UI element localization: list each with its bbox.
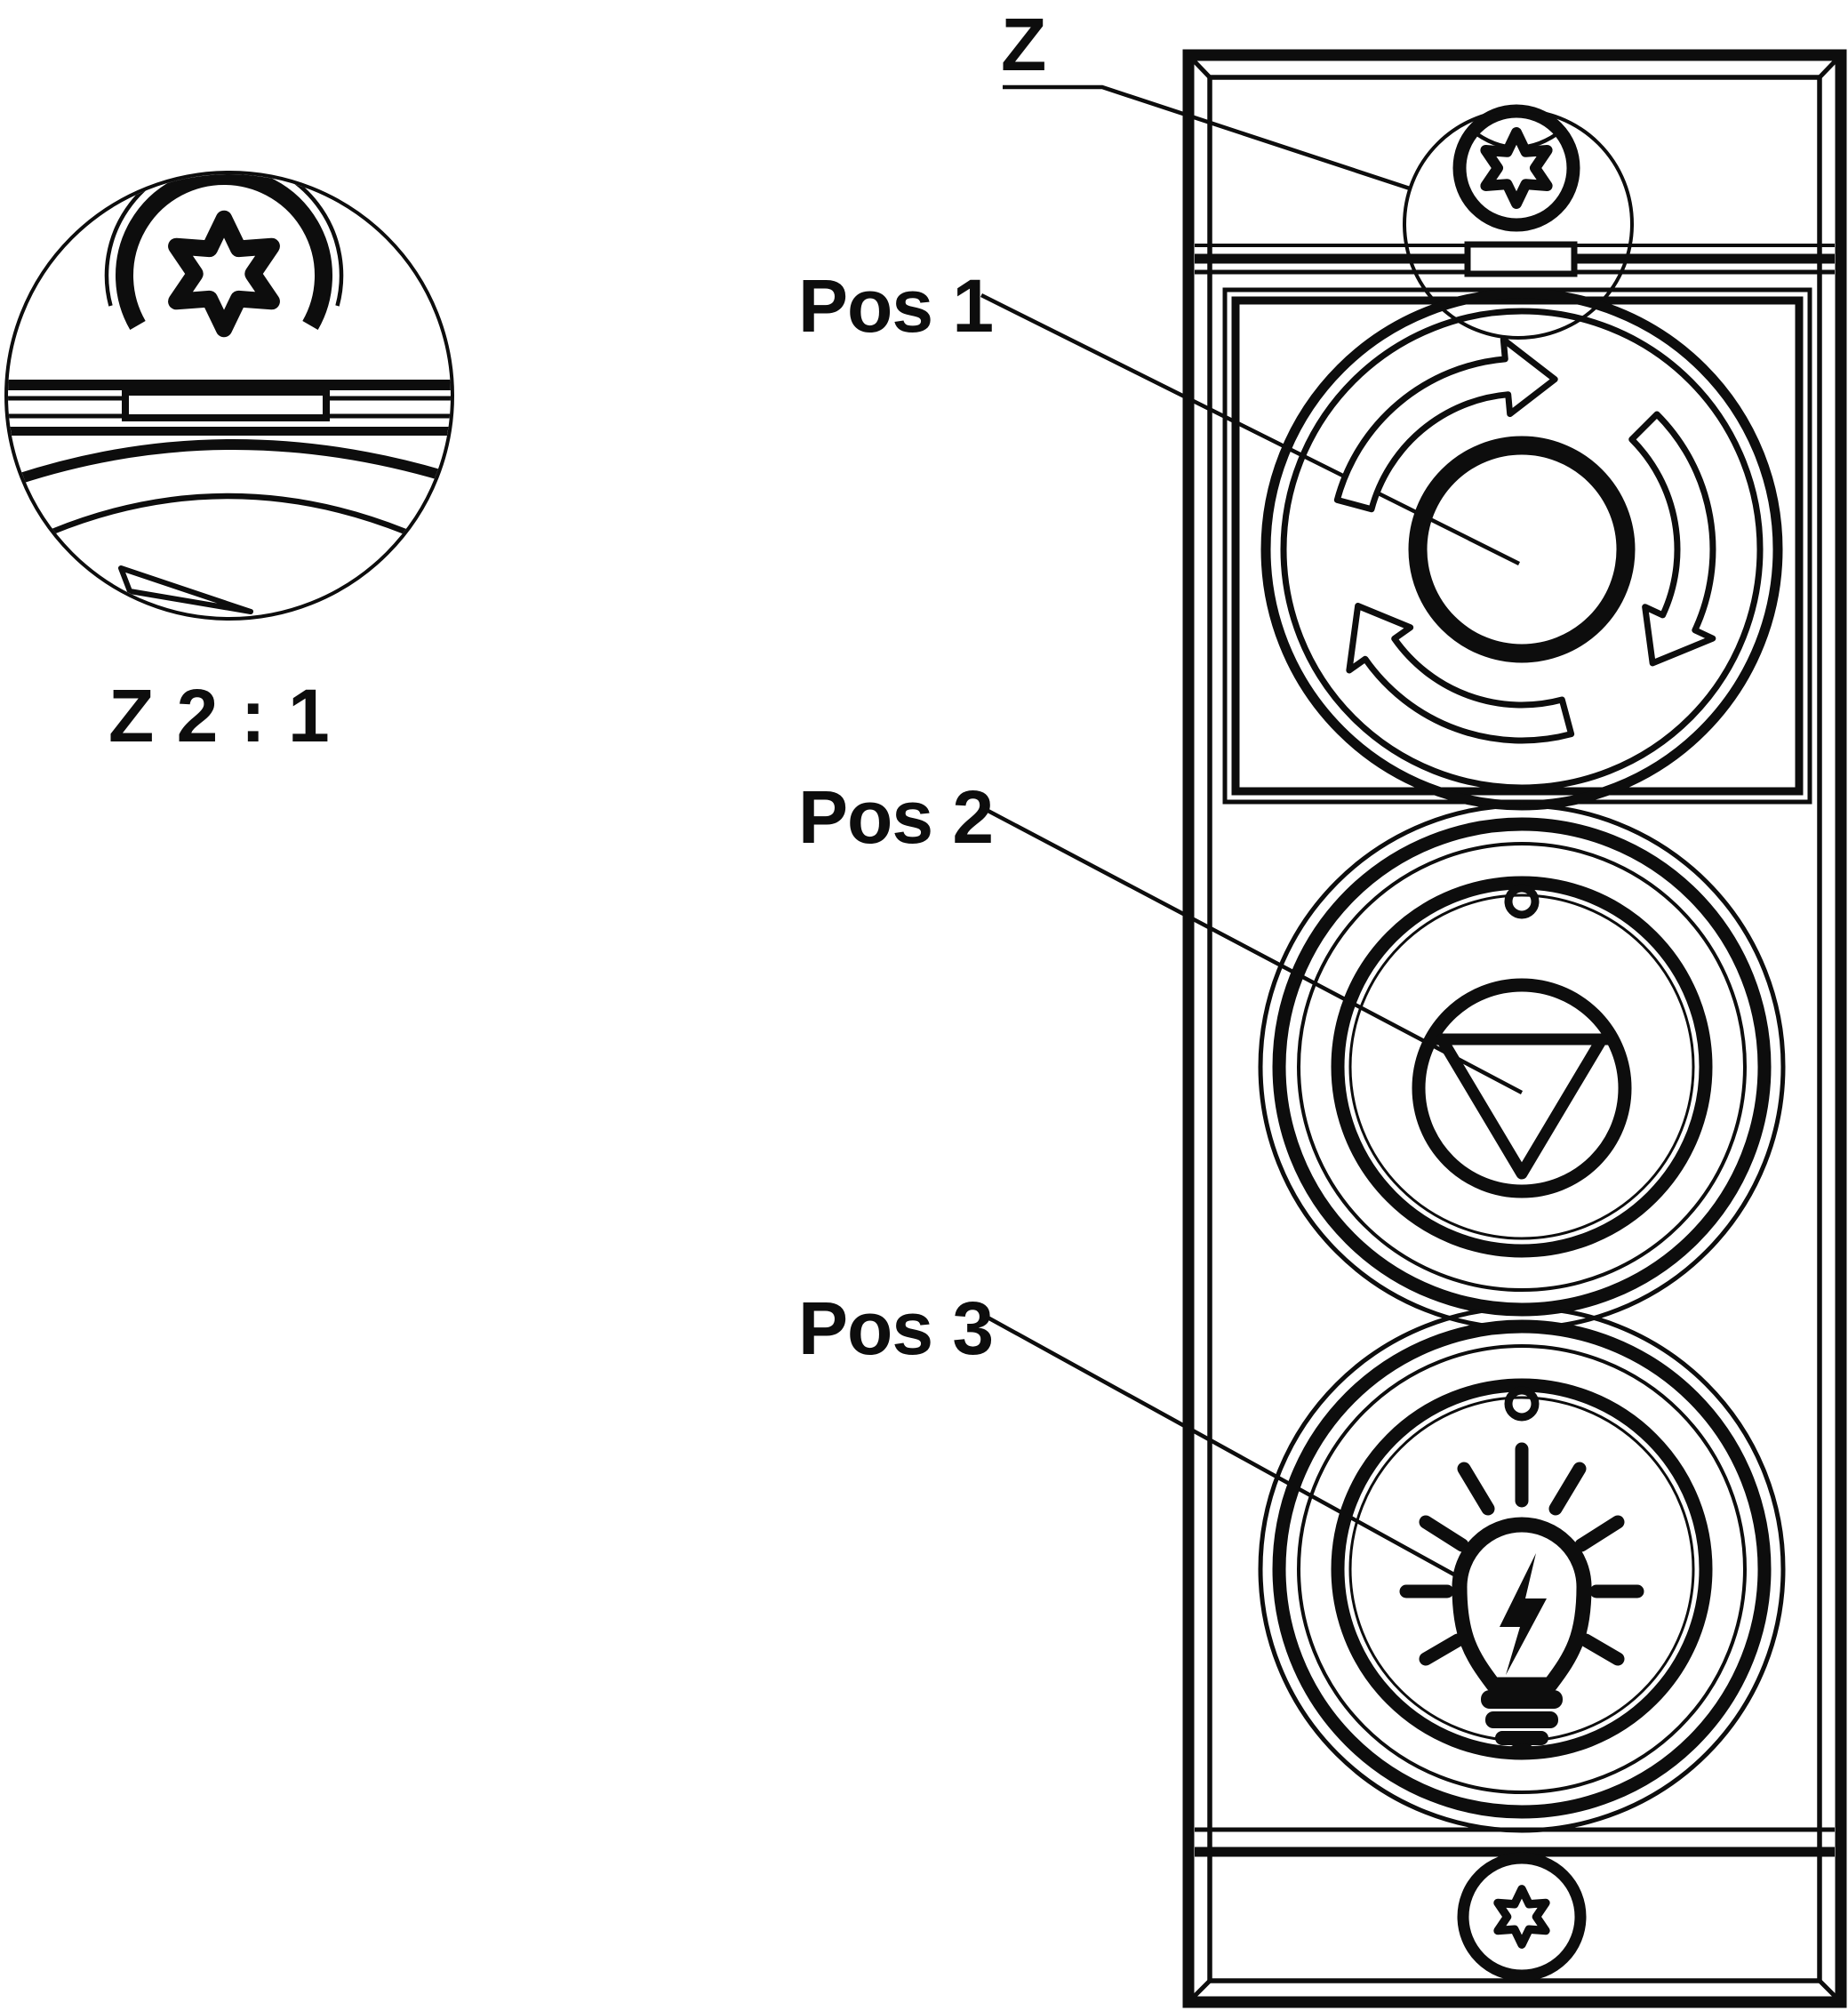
- pos3-label: Pos 3: [798, 1286, 993, 1370]
- callouts: Z Pos 1 Pos 2 Pos 3: [798, 3, 1524, 1604]
- bottom-torx-screw: [1457, 1852, 1587, 1982]
- pos1-leader-line: [980, 292, 1521, 566]
- light-bulb-flash-icon: [1399, 1442, 1644, 1758]
- estop-mushroom-knob: [1408, 436, 1636, 663]
- torx-screw-icon: [176, 219, 271, 329]
- emergency-stop-button: [1260, 288, 1783, 811]
- top-seam: [1195, 241, 1835, 277]
- estop-arrow-tip-detail: [118, 565, 253, 614]
- pos2-leader-line: [980, 805, 1524, 1094]
- detail-scale-label: Z 2 : 1: [108, 674, 329, 757]
- index-dot: [1504, 1386, 1540, 1422]
- lightning-bolt: [1500, 1553, 1547, 1675]
- seam-tab-detail: [122, 389, 330, 421]
- detail-view-z: Z 2 : 1: [4, 171, 454, 757]
- pos3-leader-line: [980, 1312, 1506, 1604]
- stop-button: [1258, 803, 1786, 1331]
- torx-screw-icon: [1498, 1889, 1546, 1944]
- light-button: [1258, 1305, 1786, 1833]
- panel-seam-detail: [8, 380, 451, 436]
- bottom-seam: [1195, 1827, 1835, 1857]
- seam-tab: [1464, 241, 1578, 277]
- screw-recess-arc: [116, 174, 332, 330]
- control-panel: [1182, 49, 1847, 2008]
- estop-top-arc-detail: [16, 439, 451, 485]
- detail-boundary-circle: [4, 171, 454, 621]
- stop-triangle-icon: [1412, 978, 1632, 1198]
- pos2-label: Pos 2: [798, 775, 993, 859]
- z-leader-line: [1003, 84, 1411, 191]
- estop-inner-arc-detail: [51, 493, 407, 535]
- screw-boss-arc: [104, 174, 344, 307]
- index-dot: [1504, 884, 1540, 919]
- emergency-stop-rotate-arrows-icon: [1333, 336, 1716, 744]
- bulb-base: [1481, 1690, 1563, 1758]
- top-torx-screw: [1452, 104, 1580, 232]
- z-detail-marker-circle: [1403, 108, 1634, 340]
- bulb-rays: [1399, 1442, 1644, 1666]
- pos1-label: Pos 1: [798, 264, 993, 348]
- z-callout-label: Z: [1001, 3, 1045, 86]
